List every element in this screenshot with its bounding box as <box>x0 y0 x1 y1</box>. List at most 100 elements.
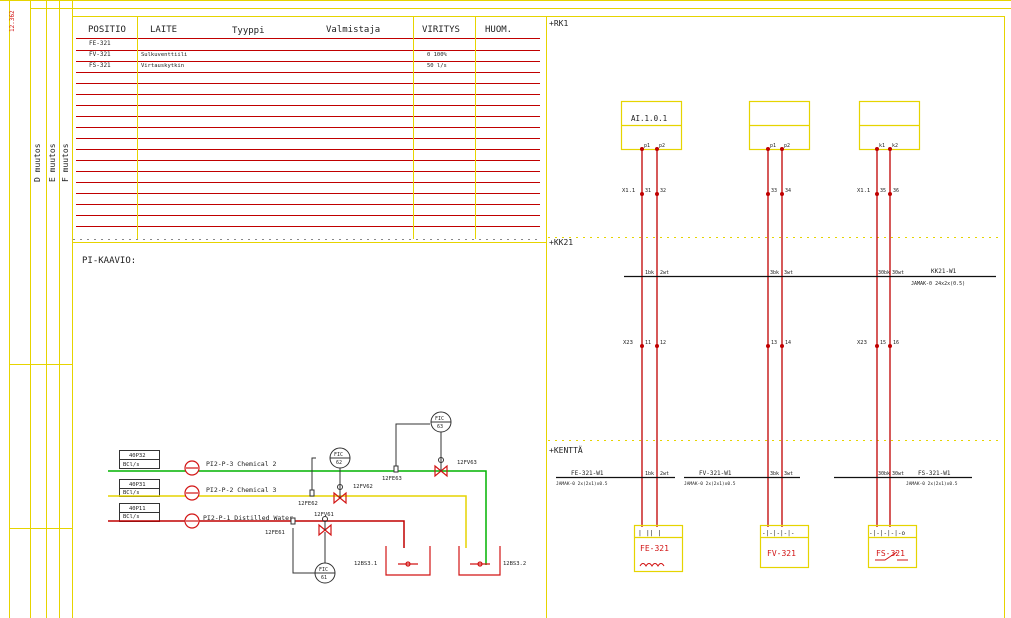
x23-2a: 13 <box>771 340 777 346</box>
pi-title: PI-KAAVIO: <box>82 256 136 266</box>
field-cable-1-type: JAMAK-0 2x(2x1)x0.5 <box>556 481 608 487</box>
inlet-3-tag: 40P11 <box>129 506 146 512</box>
field-device-fe321 <box>633 524 684 573</box>
revision-e: E muutos <box>48 143 57 182</box>
kk21-cable-type: JAMAK-0 24x2x(0.5) <box>911 281 965 287</box>
table-header-valmistaja: Valmistaja <box>326 25 380 35</box>
switch-icon <box>875 551 908 561</box>
fic-bubbles <box>314 411 452 584</box>
field-cable-no-2b: 3wt <box>784 471 793 477</box>
table-row-3-device: Virtauskytkin <box>141 63 184 69</box>
section-rk1: +RK1 <box>549 19 568 28</box>
term-top-1b: p2 <box>659 143 665 149</box>
device-tag-fv321: FV-321 <box>767 549 796 558</box>
pipe-chemical-2 <box>108 470 487 565</box>
field-device-boxes <box>633 524 918 573</box>
x-term-1: X1.1 <box>622 188 635 194</box>
cable-no-2a: 3bk <box>770 270 779 276</box>
x-term-1b: 32 <box>660 188 666 194</box>
inlet-1-unit: BCl/s <box>123 462 140 468</box>
valve-icons <box>318 464 448 537</box>
electrical-panel: +RK1 +KK21 +KENTTÄ AI.1.0.1 <box>548 19 1002 573</box>
x23-3b: 16 <box>893 340 899 346</box>
table-row-1-pos: FE-321 <box>89 40 111 47</box>
table-row-2-device: Sulkuventtiili <box>141 52 187 58</box>
fic-62-a: FIC <box>334 452 343 458</box>
revision-f: F muutos <box>61 143 70 182</box>
tank-icons <box>385 546 501 576</box>
x-term-2b: 34 <box>785 188 791 194</box>
x23-3: X23 <box>857 340 867 346</box>
tag-fe61: 12FE61 <box>265 530 285 536</box>
terminal-dots <box>640 147 892 348</box>
field-cable-3-type: JAMAK-0 2x(2x1)x0.5 <box>906 481 958 487</box>
cable-no-3b: 30wt <box>892 270 904 276</box>
revision-d: D muutos <box>33 143 42 182</box>
flow-elements <box>290 465 399 525</box>
x23-1: X23 <box>623 340 633 346</box>
fic-62-b: 62 <box>336 460 342 466</box>
instrument-lines <box>292 423 442 574</box>
fic-61-a: FIC <box>319 567 328 573</box>
coil-icon <box>639 563 665 567</box>
table-row-3-pos: FS-321 <box>89 62 111 69</box>
x-term-2a: 33 <box>771 188 777 194</box>
section-kentta: +KENTTÄ <box>549 445 583 455</box>
tag-tank-1: 12BS3.1 <box>354 561 377 567</box>
tiny-sheet-tag: 12.362 <box>9 10 16 32</box>
inlet-3-unit: BCl/s <box>123 514 140 520</box>
fic-63-b: 63 <box>437 424 443 430</box>
inlet-1-tag: 40P32 <box>129 453 146 459</box>
term-top-3b: k2 <box>892 143 898 149</box>
field-device-fs321 <box>867 524 918 569</box>
x-term-3: X1.1 <box>857 188 870 194</box>
tag-fv63: 12FV63 <box>457 460 477 466</box>
inlet-2-tag: 40P31 <box>129 482 146 488</box>
pump-icons <box>184 460 200 529</box>
line-label-3: PI2-P-1 Distilled Water <box>203 514 293 522</box>
term-top-3a: k1 <box>879 143 885 149</box>
cabinet-box-1-label: AI.1.0.1 <box>631 114 667 123</box>
pipe-chemical-3 <box>108 495 467 548</box>
field-cable-2-type: JAMAK-0 2x(2x1)x0.5 <box>684 481 736 487</box>
table-header-laite: LAITE <box>150 25 177 35</box>
fic-63-a: FIC <box>435 416 444 422</box>
x-term-3b: 36 <box>893 188 899 194</box>
field-cable-3-name: FS-321-W1 <box>918 470 951 477</box>
device-tag-fe321: FE-321 <box>640 544 669 553</box>
inlet-2-unit: BCl/s <box>123 490 140 496</box>
table-header-viritys: VIRITYS <box>422 25 460 35</box>
pipe-distilled-water <box>108 520 405 548</box>
x-term-3a: 35 <box>880 188 886 194</box>
field-device-fv321 <box>759 524 810 569</box>
x23-1b: 12 <box>660 340 666 346</box>
cable-no-1b: 2wt <box>660 270 669 276</box>
x23-1a: 11 <box>645 340 651 346</box>
field-cable-no-2a: 3bk <box>770 471 779 477</box>
table-row-2-setting: 0 100% <box>427 52 448 58</box>
cable-no-3a: 30bk <box>878 270 890 276</box>
x23-3a: 15 <box>880 340 886 346</box>
valve-stems <box>322 457 444 530</box>
table-col-dividers <box>137 17 476 239</box>
cable-no-1a: 1bk <box>645 270 654 276</box>
term-top-2b: p2 <box>784 143 790 149</box>
pi-diagram: PI-KAAVIO: 40P32 BCl/s 40P31 BCl/s 40P11… <box>82 256 526 584</box>
tag-tank-2: 12BS3.2 <box>503 561 526 567</box>
cabinet-boxes <box>620 100 921 151</box>
tag-fe62: 12FE62 <box>298 501 318 507</box>
cable-no-2b: 3wt <box>784 270 793 276</box>
table-row-3-setting: 50 l/s <box>427 63 447 69</box>
field-terminal-marks-1: | || | <box>638 529 661 537</box>
vertical-wires <box>641 149 891 527</box>
device-tag-fs321: FS-321 <box>876 549 905 558</box>
table-row-2-pos: FV-321 <box>89 51 111 58</box>
kk21-cable-name: KK21-W1 <box>931 268 957 275</box>
line-label-1: PI2-P-3 Chemical 2 <box>206 460 277 468</box>
table-header-tyyppi: Tyyppi <box>232 26 265 36</box>
line-label-2: PI2-P-2 Chemical 3 <box>206 486 277 494</box>
field-cable-1-name: FE-321-W1 <box>571 470 604 477</box>
field-terminal-marks-2: -|-|-|-|- <box>762 530 795 537</box>
fic-61-b: 61 <box>321 575 327 581</box>
